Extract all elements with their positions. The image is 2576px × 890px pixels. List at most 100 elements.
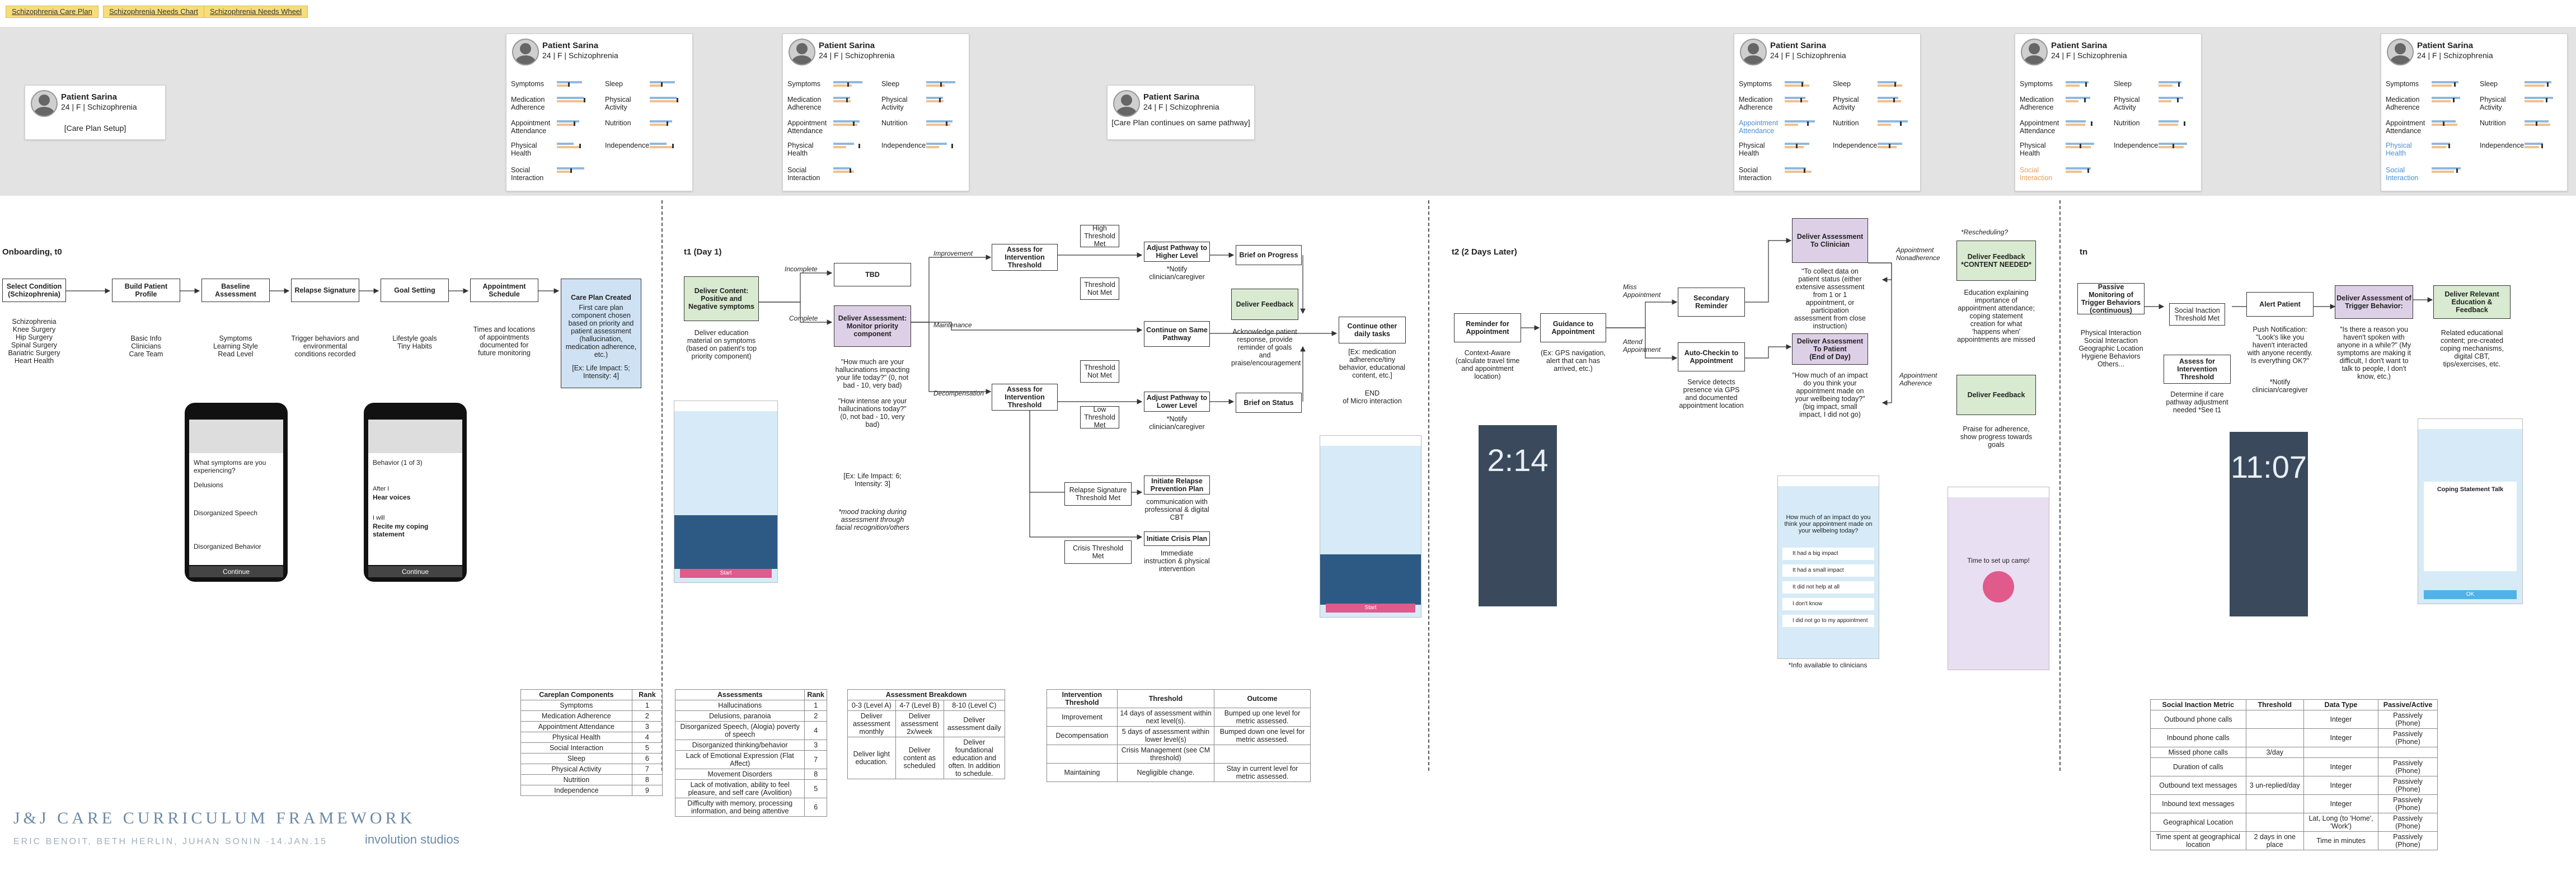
trigger-assessment-box[interactable]: Deliver Assessment of Trigger Behavior: (2335, 285, 2413, 319)
goal-setting-box[interactable]: Goal Setting (381, 279, 449, 302)
symptom-option[interactable]: Delusions (194, 481, 223, 489)
brief-status-box[interactable]: Brief on Status (1236, 393, 1302, 413)
section-onboarding: Onboarding, t0 (2, 247, 62, 257)
metric-label-nutrition: Nutrition (2480, 119, 2506, 127)
care-plan-created-box[interactable]: Care Plan Created First care plan compon… (561, 279, 641, 388)
answer-option[interactable]: It had a big impact (1782, 548, 1874, 560)
appointment-schedule-box[interactable]: Appointment Schedule (470, 279, 538, 302)
coping-title: Coping Statement Talk (2437, 486, 2504, 493)
start-button[interactable]: Start (1326, 604, 1415, 613)
feedback-content-needed-box[interactable]: Deliver Feedback *CONTENT NEEDED* (1956, 241, 2036, 281)
deliver-feedback-box[interactable]: Deliver Feedback (1231, 289, 1298, 320)
patient-info: 24 | F | Schizophrenia (2051, 51, 2127, 60)
brief-progress-box[interactable]: Brief on Progress (1236, 245, 1302, 265)
careplan-impact: [Ex: Life Impact: 5; Intensity: 4] (572, 364, 630, 380)
feedback-box[interactable]: Deliver Feedback (1956, 375, 2036, 415)
answer-option[interactable]: I don't know (1782, 598, 1874, 610)
table-cell: Nutrition (520, 774, 632, 785)
table-cell: Independence (520, 785, 632, 796)
table-cell: Integer (2303, 710, 2379, 729)
metric-label-physical_health: Physical Health (511, 142, 537, 157)
relapse-plan-box[interactable]: Initiate Relapse Prevention Plan (1144, 475, 1210, 495)
relapse-threshold-met: Relapse Signature Threshold Met (1064, 482, 1132, 506)
secondary-reminder-box[interactable]: Secondary Reminder (1678, 288, 1745, 317)
continue-same-pathway-box[interactable]: Continue on Same Pathway (1144, 321, 1210, 347)
table-cell: Deliver content as scheduled (895, 737, 944, 779)
reminder-box[interactable]: Reminder for Appointment (1454, 313, 1521, 342)
build-profile-box[interactable]: Build Patient Profile (112, 279, 180, 302)
adjust-lower-box[interactable]: Adjust Pathway to Lower Level (1144, 392, 1210, 412)
metric-bar (833, 143, 867, 149)
assess-intervention-box[interactable]: Assess for Intervention Threshold (2164, 355, 2231, 384)
auto-checkin-box[interactable]: Auto-Checkin to Appointment (1678, 342, 1745, 371)
assessment-to-clinician-box[interactable]: Deliver Assessment To Clinician (1792, 218, 1868, 263)
avatar (789, 39, 815, 65)
answer-option[interactable]: It did not help at all (1782, 581, 1874, 594)
table-cell: Lack of motivation, ability to feel plea… (674, 779, 805, 798)
will-value[interactable]: Recite my coping statement (373, 522, 429, 538)
symptom-option[interactable]: Disorganized Speech (194, 509, 258, 517)
guidance-desc: (Ex: GPS navigation, alert that can has … (1540, 349, 1606, 373)
answer-option[interactable]: I did not go to my appointment (1782, 615, 1874, 627)
start-button[interactable]: Start (680, 569, 772, 578)
phone-question: Behavior (1 of 3) (373, 459, 423, 467)
tab-needs-chart[interactable]: Schizophrenia Needs Chart (103, 6, 204, 18)
metric-label-independence: Independence (881, 142, 926, 149)
patient-name: Patient Sarina (2417, 41, 2474, 50)
deliver-content-box[interactable]: Deliver Content: Positive and Negative s… (684, 276, 759, 321)
table-cell: Medication Adherence (520, 710, 632, 722)
metric-bar (2066, 143, 2099, 149)
adjust-higher-box[interactable]: Adjust Pathway to Higher Level (1144, 242, 1210, 262)
table-cell: Deliver assessment 2x/week (895, 710, 944, 737)
table-cell: 1 (804, 700, 827, 711)
metric-label-appointment: Appointment Attendance (2386, 119, 2425, 135)
table-header: Assessment Breakdown (847, 689, 1005, 700)
metric-bar (1878, 81, 1911, 88)
table-cell: 7 (804, 750, 827, 769)
relevant-education-box[interactable]: Deliver Relevant Education & Feedback (2433, 285, 2511, 319)
metric-label-sleep: Sleep (605, 80, 623, 88)
table-cell: Passively (Phone) (2378, 831, 2438, 850)
after-value[interactable]: Hear voices (373, 493, 411, 501)
deliver-assessment-box[interactable]: Deliver Assessment: Monitor priority com… (834, 305, 911, 347)
table-header: Outcome (1214, 689, 1311, 708)
select-condition-box[interactable]: Select Condition (Schizophrenia) (2, 279, 66, 302)
label-maintenance: Maintenance (933, 321, 972, 329)
alert-patient-box[interactable]: Alert Patient (2246, 292, 2314, 317)
brand-logo: involution studios (365, 832, 459, 846)
passive-monitoring-box[interactable]: Passive Monitoring of Trigger Behaviors … (2077, 283, 2145, 314)
continue-button[interactable]: Continue (189, 566, 283, 577)
table-cell: 5 days of assessment within lower level(… (1116, 726, 1215, 745)
table-row: Lack of Emotional Expression (Flat Affec… (674, 750, 827, 769)
crisis-plan-box[interactable]: Initiate Crisis Plan (1144, 531, 1210, 546)
continue-daily-box[interactable]: Continue other daily tasks (1339, 317, 1406, 343)
tab-needs-wheel[interactable]: Schizophrenia Needs Wheel (204, 6, 308, 18)
assessment-to-patient-box[interactable]: Deliver Assessment To Patient (End of Da… (1792, 333, 1868, 365)
assess-threshold-lower[interactable]: Assess for Intervention Threshold (992, 384, 1058, 411)
table-cell: Deliver assessment daily (943, 710, 1006, 737)
symptom-option[interactable]: Disorganized Behavior (194, 543, 261, 550)
table-cell: 2 (804, 710, 827, 722)
tab-care-plan[interactable]: Schizophrenia Care Plan (6, 6, 98, 18)
relapse-plan-desc: communication with professional & digita… (1144, 498, 1209, 521)
guidance-box[interactable]: Guidance to Appointment (1540, 313, 1606, 342)
continue-button[interactable]: Continue (368, 566, 462, 577)
table-cell: 8 (804, 769, 827, 780)
ok-button[interactable]: OK (2424, 590, 2517, 599)
metric-label-social: Social Interaction (511, 166, 544, 182)
relapse-signature-box[interactable]: Relapse Signature (291, 279, 359, 302)
assess-threshold-upper[interactable]: Assess for Intervention Threshold (992, 244, 1058, 271)
answer-option[interactable]: It had a small impact (1782, 564, 1874, 577)
tbd-box[interactable]: TBD (834, 263, 911, 286)
patient-name: Patient Sarina (819, 41, 875, 50)
clinicians-note: *Info available to clinicians (1788, 661, 1868, 669)
table-cell: Deliver light education. (847, 737, 896, 779)
feedback-needed-desc: Education explaining importance of appoi… (1957, 289, 2035, 343)
baseline-box[interactable]: Baseline Assessment (201, 279, 270, 302)
